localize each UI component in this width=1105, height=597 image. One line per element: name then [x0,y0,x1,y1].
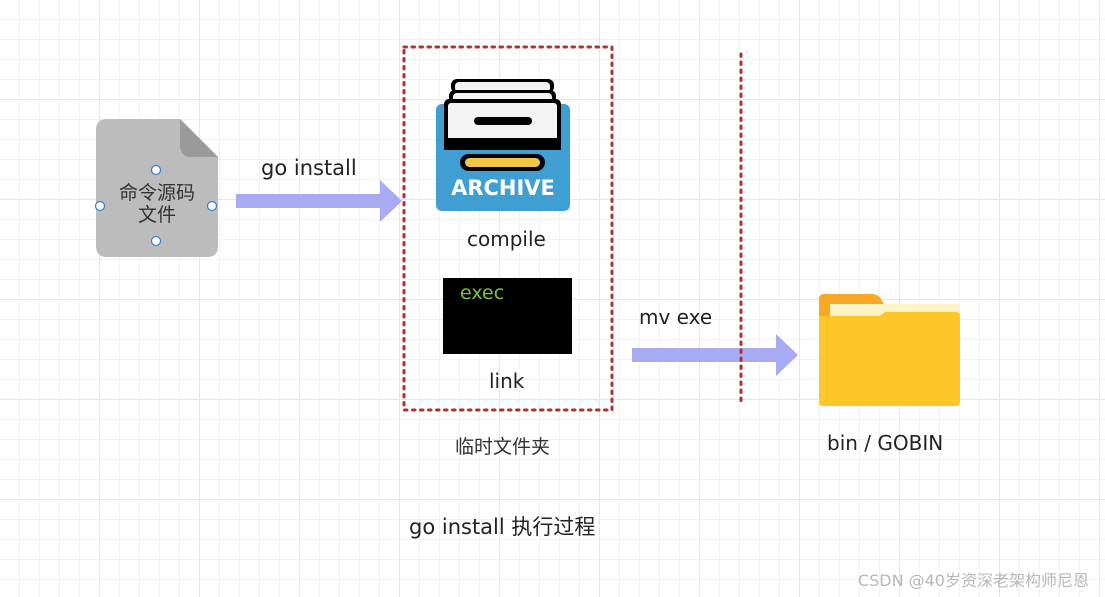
temp-folder-box [402,45,614,412]
csdn-watermark: CSDN @40岁资深老架构师尼恩 [857,571,1089,590]
source-file-icon [94,119,218,257]
folder-icon [819,294,960,406]
source-file-label: 命令源码 文件 [98,182,216,226]
mv-exe-label: mv exe [639,305,713,329]
source-file-line2: 文件 [137,204,176,226]
archive-icon [436,79,570,211]
diagram-caption: go install 执行过程 [409,515,596,539]
terminal-icon [443,278,572,354]
exec-text: exec [460,282,505,304]
link-label: link [489,369,525,393]
go-install-arrow [236,180,402,222]
archive-text: ARCHIVE [451,176,555,200]
go-install-label: go install [261,156,357,180]
compile-label: compile [467,227,546,251]
bin-gobin-label: bin / GOBIN [827,431,944,455]
source-file-line1: 命令源码 [118,182,195,204]
temp-folder-label: 临时文件夹 [455,436,551,458]
mv-exe-arrow [632,334,798,376]
